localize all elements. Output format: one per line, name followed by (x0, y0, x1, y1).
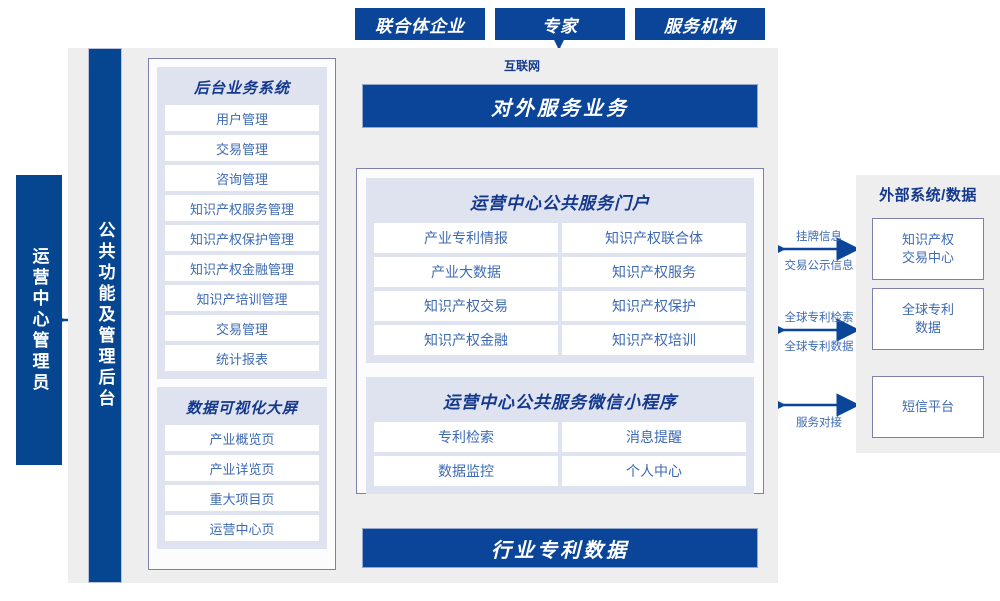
visual-screen-group: 数据可视化大屏 产业概览页 产业详览页 重大项目页 运营中心页 (157, 387, 327, 549)
external-system-line1: 知识产权 (901, 232, 954, 248)
portal-item[interactable]: 知识产权交易 (374, 291, 558, 321)
backend-system-group: 后台业务系统 用户管理 交易管理 咨询管理 知识产权服务管理 知识产权保护管理 … (157, 67, 327, 379)
external-system-line2: 交易中心 (901, 250, 954, 265)
portal-item[interactable]: 知识产权培训 (562, 325, 746, 355)
external-system-line1: 全球专利 (901, 302, 954, 318)
portal-item[interactable]: 知识产权服务 (562, 257, 746, 287)
backend-system-list: 用户管理 交易管理 咨询管理 知识产权服务管理 知识产权保护管理 知识产权金融管… (165, 105, 319, 371)
miniprogram-group: 运营中心公共服务微信小程序 专利检索 消息提醒 数据监控 个人中心 (366, 377, 754, 494)
backend-column-box: 后台业务系统 用户管理 交易管理 咨询管理 知识产权服务管理 知识产权保护管理 … (148, 58, 336, 570)
portal-group: 运营中心公共服务门户 产业专利情报 知识产权联合体 产业大数据 知识产权服务 知… (366, 178, 754, 363)
external-system-line2: 数据 (914, 320, 941, 335)
backend-system-title: 后台业务系统 (193, 80, 290, 97)
external-system-box-0[interactable]: 知识产权 交易中心 (872, 218, 984, 280)
external-conn-label-below-1: 全球专利数据 (784, 341, 854, 353)
internet-label: 互联网 (503, 59, 540, 73)
external-conn-label-below-2: 服务对接 (796, 417, 842, 429)
actor-chip-2[interactable]: 服务机构 (635, 8, 765, 40)
visual-item[interactable]: 产业详览页 (165, 455, 319, 481)
visual-screen-title: 数据可视化大屏 (185, 400, 298, 417)
backend-item[interactable]: 知识产权服务管理 (165, 195, 319, 221)
backend-item[interactable]: 知识产权保护管理 (165, 225, 319, 251)
external-system-box-2[interactable]: 短信平台 (872, 376, 984, 438)
backend-item[interactable]: 交易管理 (165, 135, 319, 161)
miniprogram-item[interactable]: 专利检索 (374, 422, 558, 452)
miniprogram-item[interactable]: 个人中心 (562, 456, 746, 486)
portal-item[interactable]: 知识产权金融 (374, 325, 558, 355)
miniprogram-grid: 专利检索 消息提醒 数据监控 个人中心 (374, 422, 746, 486)
backend-item[interactable]: 统计报表 (165, 345, 319, 371)
external-service-bar[interactable]: 对外服务业务 (362, 84, 758, 128)
portal-item[interactable]: 产业大数据 (374, 257, 558, 287)
portal-column-box: 运营中心公共服务门户 产业专利情报 知识产权联合体 产业大数据 知识产权服务 知… (356, 168, 764, 494)
miniprogram-item[interactable]: 数据监控 (374, 456, 558, 486)
portal-item[interactable]: 知识产权保护 (562, 291, 746, 321)
external-conn-label-below-0: 交易公示信息 (784, 260, 854, 272)
actor-chip-0[interactable]: 联合体企业 (355, 8, 485, 40)
vbar-operations-admin[interactable]: 运营中心管理员 (16, 175, 62, 465)
miniprogram-item[interactable]: 消息提醒 (562, 422, 746, 452)
backend-item[interactable]: 咨询管理 (165, 165, 319, 191)
visual-item[interactable]: 重大项目页 (165, 485, 319, 511)
external-conn-label-above-0: 挂牌信息 (796, 231, 842, 243)
actor-chip-1[interactable]: 专家 (495, 8, 625, 40)
external-conn-label-above-1: 全球专利检索 (784, 312, 854, 324)
external-system-box-1[interactable]: 全球专利 数据 (872, 288, 984, 350)
industry-patent-data-bar[interactable]: 行业专利数据 (362, 528, 758, 568)
vbar-public-functions[interactable]: 公共功能及管理后台 (88, 48, 122, 583)
visual-item[interactable]: 运营中心页 (165, 515, 319, 541)
backend-item[interactable]: 交易管理 (165, 315, 319, 341)
miniprogram-title: 运营中心公共服务微信小程序 (443, 393, 677, 412)
visual-item[interactable]: 产业概览页 (165, 425, 319, 451)
portal-title: 运营中心公共服务门户 (470, 194, 650, 213)
backend-item[interactable]: 知识产培训管理 (165, 285, 319, 311)
backend-item[interactable]: 用户管理 (165, 105, 319, 131)
backend-item[interactable]: 知识产权金融管理 (165, 255, 319, 281)
external-system-line1: 短信平台 (901, 399, 954, 415)
portal-item[interactable]: 产业专利情报 (374, 223, 558, 253)
portal-item[interactable]: 知识产权联合体 (562, 223, 746, 253)
visual-screen-list: 产业概览页 产业详览页 重大项目页 运营中心页 (165, 425, 319, 541)
external-systems-title: 外部系统/数据 (879, 187, 977, 204)
portal-grid: 产业专利情报 知识产权联合体 产业大数据 知识产权服务 知识产权交易 知识产权保… (374, 223, 746, 355)
